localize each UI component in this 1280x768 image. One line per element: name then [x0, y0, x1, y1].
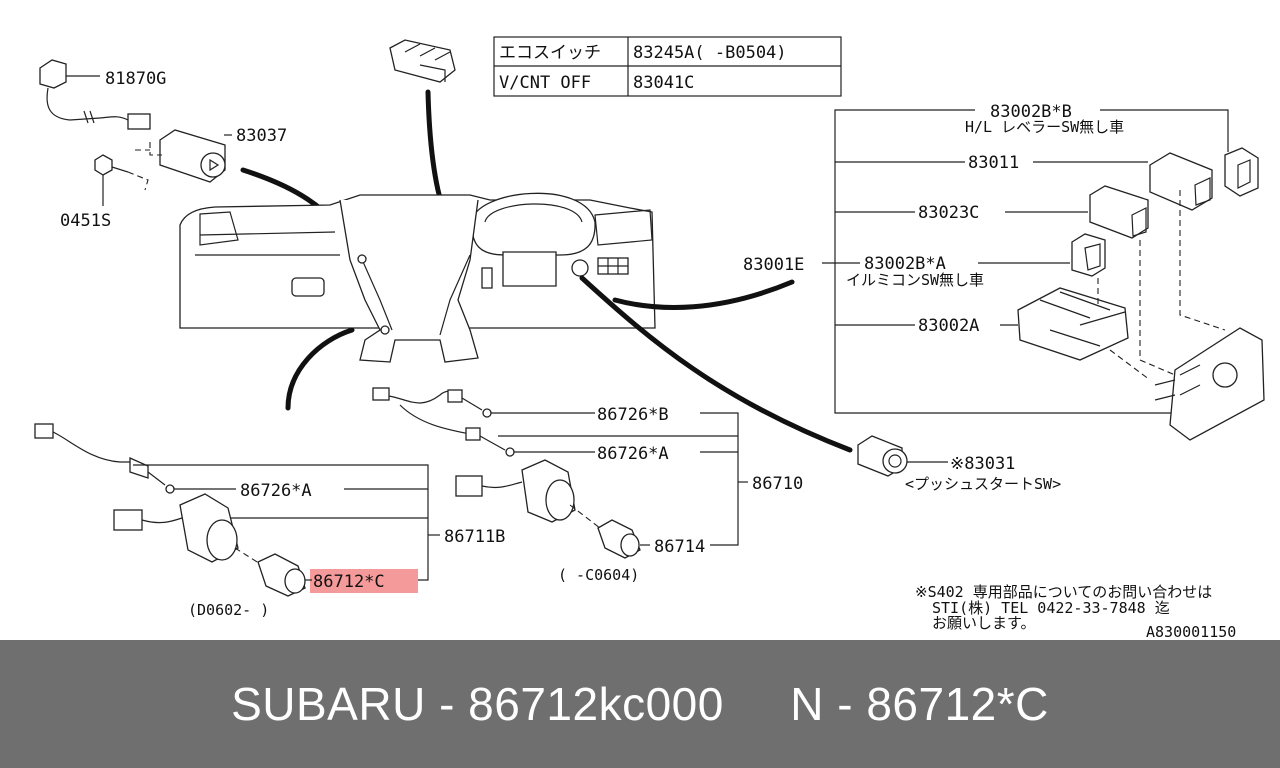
label-d0602: (D0602- )	[188, 601, 269, 619]
part-83037	[135, 129, 226, 183]
note-line-1: ※S402 専用部品についてのお問い合わせは	[915, 583, 1212, 601]
highlight-86712c[interactable]: 86712*C	[305, 569, 418, 593]
part-86711b-group	[34, 423, 440, 597]
footer-bar: SUBARU - 86712kc000 N - 86712*C	[0, 640, 1280, 768]
part-83031	[857, 435, 908, 477]
eco-switch-part	[389, 39, 456, 83]
right-group-frame	[822, 109, 1229, 414]
part-81870g	[39, 59, 151, 130]
label-83002a: 83002A	[918, 316, 979, 336]
label-83031: ※83031	[950, 454, 1015, 474]
label-86726b: 86726*B	[597, 405, 669, 425]
note-line-3: お願いします。	[932, 614, 1036, 632]
label-83001e: 83001E	[743, 255, 804, 275]
parts-diagram: エコスイッチ 83245A( -B0504) V/CNT OFF 83041C …	[34, 36, 1265, 641]
label-86711b: 86711B	[444, 527, 505, 547]
table-row-2-name: V/CNT OFF	[499, 73, 591, 93]
part-86710-group	[372, 387, 748, 559]
table-row-1-part: 83245A( -B0504)	[633, 43, 787, 63]
label-83037: 83037	[236, 126, 287, 146]
label-86710: 86710	[752, 474, 803, 494]
dashboard-outline	[179, 192, 656, 363]
footer-part-number: SUBARU - 86712kc000 N - 86712*C	[231, 678, 1049, 730]
label-86712c[interactable]: 86712*C	[313, 572, 385, 592]
table-row-2-part: 83041C	[633, 73, 694, 93]
label-83002ba: 83002B*A	[864, 254, 946, 274]
label-83011: 83011	[968, 153, 1019, 173]
label-81870g: 81870G	[105, 69, 166, 89]
label-c0604: ( -C0604)	[558, 566, 639, 584]
label-83031-note: <プッシュスタートSW>	[905, 475, 1061, 493]
right-switch-parts	[1017, 147, 1265, 441]
label-83002bb: 83002B*B	[990, 102, 1072, 122]
part-0451s	[94, 154, 149, 206]
switch-table: エコスイッチ 83245A( -B0504) V/CNT OFF 83041C	[493, 36, 842, 97]
reference-code: A830001150	[1146, 623, 1236, 640]
label-83023c: 83023C	[918, 203, 979, 223]
label-83002ba-note: イルミコンSW無し車	[846, 271, 984, 289]
note-line-2: STI(株) TEL 0422-33-7848 迄	[932, 599, 1170, 617]
label-86714: 86714	[654, 537, 705, 557]
label-83002bb-note: H/L レベラーSW無し車	[965, 118, 1124, 136]
label-86726a-lower: 86726*A	[240, 481, 312, 501]
label-86726a-upper: 86726*A	[597, 444, 669, 464]
label-0451s: 0451S	[60, 211, 111, 231]
table-row-1-name: エコスイッチ	[499, 43, 601, 63]
